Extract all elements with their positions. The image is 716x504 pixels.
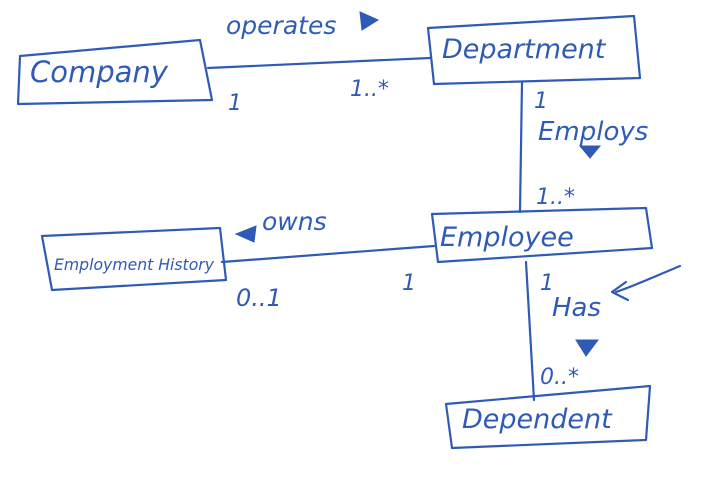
owns-target-multiplicity: 0..1: [236, 284, 282, 312]
company-label: Company: [30, 55, 169, 89]
association-has: Has 1 0..*: [524, 260, 682, 402]
owns-source-multiplicity: 1: [402, 271, 416, 296]
class-department: Department: [426, 14, 642, 86]
owns-line: [220, 244, 436, 264]
company-box: [16, 38, 214, 106]
employs-line: [518, 80, 524, 214]
has-pointer-stroke: [614, 264, 682, 294]
class-employee: Employee: [430, 206, 654, 264]
operates-target-multiplicity: 1..*: [350, 77, 389, 102]
department-box: [426, 14, 642, 86]
employee-box: [430, 206, 654, 264]
has-label: Has: [552, 293, 601, 323]
operates-direction-arrow-icon: [359, 11, 380, 31]
employs-direction-arrow-icon: [578, 145, 602, 159]
owns-label: owns: [262, 207, 327, 236]
association-employs: Employs 1 1..*: [518, 80, 648, 214]
has-line: [524, 260, 536, 402]
has-source-multiplicity: 1: [540, 271, 554, 296]
employee-label: Employee: [440, 222, 574, 253]
employs-target-multiplicity: 1..*: [536, 185, 575, 210]
employment-history-label: Employment History: [54, 255, 215, 274]
employs-source-multiplicity: 1: [534, 89, 548, 114]
owns-direction-arrow-icon: [234, 225, 257, 243]
class-company: Company: [16, 38, 214, 106]
class-employment-history: Employment History: [40, 226, 228, 292]
has-direction-arrow-icon: [575, 339, 599, 357]
dependent-label: Dependent: [462, 404, 613, 435]
class-dependent: Dependent: [444, 384, 652, 450]
dependent-box: [444, 384, 652, 450]
association-operates: operates 1 1..*: [206, 11, 432, 116]
association-owns: owns 1 0..1: [220, 207, 436, 312]
operates-line: [206, 56, 432, 70]
has-pointer-arrowhead-icon: [610, 280, 630, 302]
operates-source-multiplicity: 1: [228, 91, 242, 116]
employs-label: Employs: [538, 117, 648, 147]
has-target-multiplicity: 0..*: [540, 365, 579, 390]
department-label: Department: [442, 34, 607, 65]
operates-label: operates: [226, 11, 336, 40]
employment-history-box: [40, 226, 228, 292]
